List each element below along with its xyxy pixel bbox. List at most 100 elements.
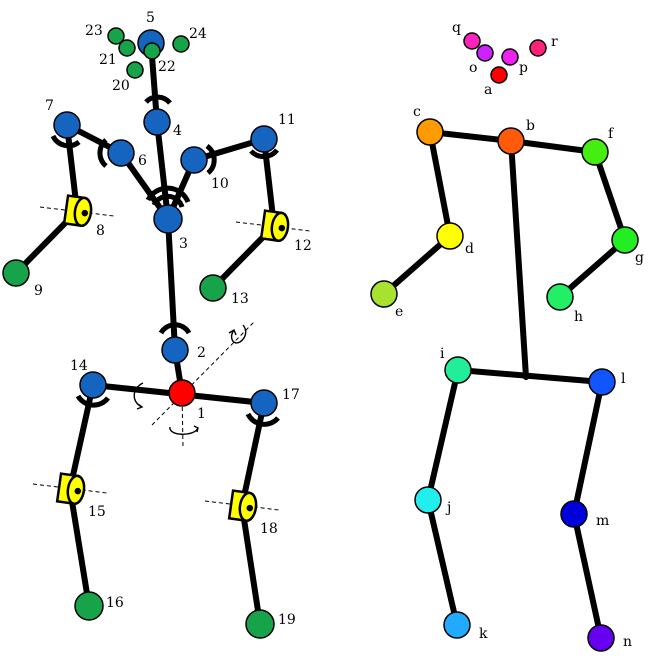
joint-22 <box>143 42 161 60</box>
left-labels: 1 2 3 4 5 6 7 8 9 10 11 12 13 14 15 16 1… <box>34 10 312 628</box>
joint-14 <box>79 371 107 399</box>
arc-14 <box>75 394 110 408</box>
joint-n <box>587 624 615 652</box>
cylinder-15 <box>55 472 86 506</box>
arc-3-outer <box>145 185 191 204</box>
label-21: 21 <box>99 52 117 68</box>
cylinder-18-dot <box>246 504 254 512</box>
label-20: 20 <box>112 78 130 94</box>
arc-3-inner <box>151 193 185 208</box>
yellow-cylinders <box>55 194 290 523</box>
joint-p <box>501 48 519 66</box>
joint-b <box>497 127 525 155</box>
arc-2 <box>158 322 192 335</box>
arc-6 <box>97 138 108 168</box>
label-1: 1 <box>197 406 206 422</box>
joint-m <box>560 500 588 528</box>
label-17: 17 <box>282 387 300 403</box>
joint-k <box>443 611 471 639</box>
label-18: 18 <box>260 521 278 537</box>
joint-q <box>463 32 481 50</box>
bone-15-16 <box>67 486 92 609</box>
joint-19 <box>245 609 275 639</box>
joint-20 <box>126 61 144 79</box>
right-joints <box>370 32 639 652</box>
bone-3-4 <box>154 119 171 222</box>
arc-4 <box>144 94 172 105</box>
label-q: q <box>452 20 461 36</box>
joint-c <box>416 118 444 146</box>
label-m: m <box>596 513 609 529</box>
axis-1-horizontal <box>141 388 223 398</box>
label-13: 13 <box>231 291 249 307</box>
label-9: 9 <box>34 283 43 299</box>
label-2: 2 <box>197 345 206 361</box>
joint-h <box>546 283 574 311</box>
label-16: 16 <box>106 595 124 611</box>
bone-17-18 <box>239 400 267 509</box>
joint-7 <box>53 111 81 139</box>
cylinder-15-dot <box>74 487 82 495</box>
right-labels: a b c d e f g h i j k l m n o p q r <box>395 20 644 650</box>
rotation-arrow-vertical-head <box>193 425 199 433</box>
cylinder-8 <box>62 194 93 228</box>
joint-21 <box>118 39 136 57</box>
label-i: i <box>440 346 445 362</box>
label-b: b <box>526 118 535 134</box>
label-7: 7 <box>45 98 54 114</box>
joint-d <box>436 222 464 250</box>
rotation-arrow-diagonal <box>230 324 247 344</box>
joint-17 <box>250 389 278 417</box>
axis-1-diagonal <box>151 320 256 426</box>
joint-10 <box>180 146 208 174</box>
bone-f-g <box>592 149 628 243</box>
joint-23 <box>107 27 125 45</box>
label-h: h <box>574 309 583 325</box>
joint-j <box>414 486 442 514</box>
bone-m-n <box>571 511 604 641</box>
label-e: e <box>395 304 403 320</box>
arc-11 <box>249 148 279 160</box>
bone-b-f <box>508 138 598 155</box>
label-22: 22 <box>158 59 176 75</box>
cylinder-12 <box>259 209 290 243</box>
cylinder-18 <box>227 489 258 523</box>
label-l: l <box>621 371 626 387</box>
arc-10 <box>205 143 217 175</box>
joint-g <box>611 226 639 254</box>
label-24: 24 <box>189 26 207 42</box>
joint-e <box>370 280 398 308</box>
cylinder-8-dot <box>81 209 89 217</box>
joint-1 <box>168 379 196 407</box>
bone-l-m <box>571 379 605 517</box>
label-j: j <box>445 500 451 516</box>
arc-17 <box>245 412 280 427</box>
label-k: k <box>479 626 488 642</box>
label-5: 5 <box>146 10 155 26</box>
label-14: 14 <box>70 358 88 374</box>
label-o: o <box>469 60 477 76</box>
bone-2-3 <box>165 216 178 353</box>
bone-18-19 <box>239 503 263 627</box>
joint-l <box>588 368 616 396</box>
rotation-arrows <box>133 324 247 435</box>
joint-4 <box>143 108 171 136</box>
bone-j-k <box>425 497 460 628</box>
label-p: p <box>519 60 528 76</box>
label-g: g <box>635 250 644 266</box>
label-r: r <box>551 34 558 50</box>
joint-i <box>444 356 472 384</box>
rotation-arrow-horizontal-head <box>136 403 144 410</box>
joint-a <box>490 66 508 84</box>
label-3: 3 <box>179 236 188 252</box>
label-19: 19 <box>278 612 296 628</box>
joint-3 <box>153 204 183 234</box>
joint-9 <box>2 259 30 287</box>
joint-o <box>476 44 494 62</box>
bone-c-d <box>427 129 453 239</box>
right-bones <box>381 129 628 641</box>
label-12: 12 <box>294 238 312 254</box>
bone-i-j <box>425 367 461 503</box>
joint-6 <box>107 139 135 167</box>
